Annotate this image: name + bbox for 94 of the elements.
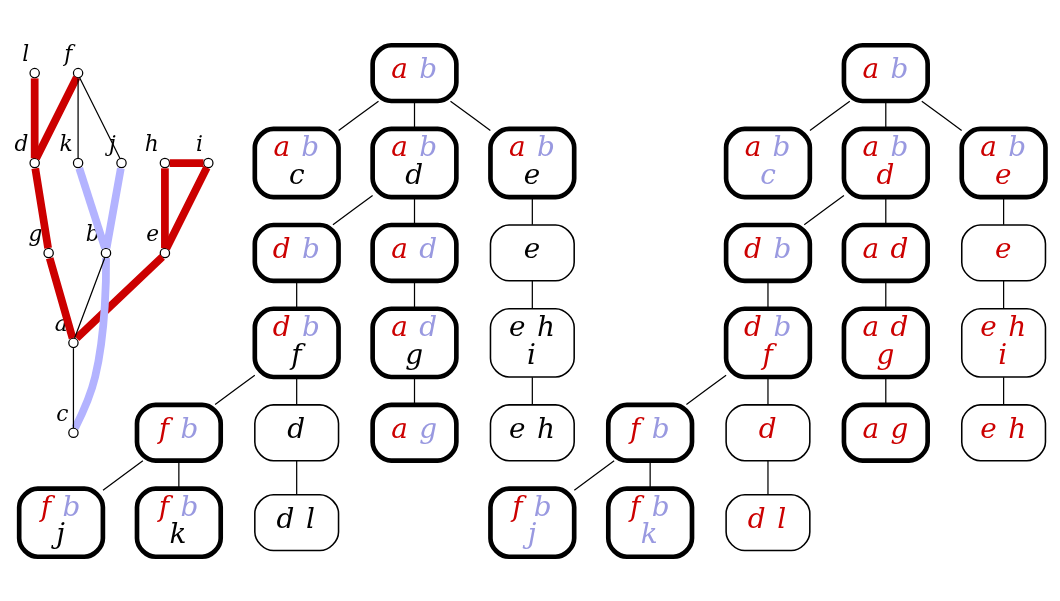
node-box: f b k	[605, 485, 695, 559]
node-circle	[29, 67, 40, 78]
node-box: f b	[605, 402, 695, 463]
connector	[77, 77, 79, 159]
node-box: e h i	[961, 307, 1047, 378]
node-label: g	[28, 220, 43, 246]
connector	[30, 77, 39, 158]
connector	[72, 347, 75, 429]
node-circle	[68, 427, 79, 438]
node-box: d b f	[252, 305, 341, 379]
node-box: a b	[370, 42, 459, 103]
connector	[1003, 376, 1005, 405]
node-box: a d	[370, 222, 459, 283]
connector	[161, 167, 169, 248]
node-label: h	[144, 130, 159, 156]
connector	[885, 376, 887, 405]
node-label: k	[59, 130, 73, 156]
node-label: e	[146, 220, 160, 246]
connector	[685, 374, 727, 405]
node-circle	[116, 157, 127, 168]
node-box: d	[254, 403, 340, 461]
connector	[573, 459, 615, 491]
connector	[449, 100, 491, 131]
node-box: f b j	[16, 485, 106, 559]
connector	[531, 196, 533, 225]
connector	[31, 167, 52, 249]
node-box: f b	[134, 402, 224, 463]
node-box: d l	[725, 493, 811, 551]
node-box: e h	[961, 403, 1047, 461]
connector	[74, 253, 165, 341]
node-box: a b	[841, 42, 930, 103]
connector	[767, 459, 769, 495]
connector	[413, 196, 416, 225]
node-box: f b j	[488, 485, 577, 559]
connector	[767, 376, 769, 405]
connector	[102, 459, 144, 491]
node-box: e	[489, 223, 575, 282]
node-box: a d g	[841, 305, 930, 379]
node-circle	[100, 247, 112, 258]
connector	[214, 374, 256, 405]
node-box: a b e	[959, 126, 1048, 199]
node-box: a b d	[841, 126, 930, 199]
connector	[296, 376, 298, 405]
connector	[921, 100, 963, 131]
connector	[71, 257, 110, 430]
node-label: i	[195, 130, 203, 156]
connector	[162, 165, 211, 250]
node-box: a d	[841, 222, 930, 283]
connector	[885, 196, 887, 225]
node-box: f b k	[134, 485, 224, 559]
connector	[338, 100, 380, 131]
node-circle	[72, 157, 84, 168]
connector	[531, 279, 533, 309]
node-box: a g	[370, 402, 459, 463]
connector	[32, 75, 81, 160]
connector	[885, 100, 887, 129]
node-box: a b d	[370, 126, 459, 199]
connector	[296, 459, 298, 495]
node-box: a b e	[488, 126, 577, 199]
node-label: d	[14, 130, 29, 156]
node-box: e h	[489, 403, 575, 461]
connector	[102, 167, 125, 249]
node-box: d	[725, 403, 811, 461]
connector	[413, 100, 416, 129]
node-box: e h i	[489, 307, 575, 378]
node-box: d l	[254, 493, 340, 551]
node-label: l	[22, 40, 30, 66]
node-label: c	[56, 400, 69, 426]
node-box: a g	[841, 402, 930, 463]
connector	[803, 194, 845, 225]
connector	[169, 158, 204, 167]
node-box: a b c	[723, 126, 813, 199]
connector	[531, 376, 533, 405]
node-circle	[159, 157, 171, 168]
node-box: d b	[252, 222, 341, 283]
node-box: e	[961, 223, 1047, 282]
connector	[809, 100, 851, 131]
node-circle	[68, 337, 79, 348]
node-box: d b f	[723, 305, 813, 379]
node-circle	[159, 247, 171, 258]
connector	[332, 194, 374, 225]
node-circle	[29, 157, 40, 168]
node-box: a b c	[252, 126, 341, 199]
node-circle	[72, 67, 84, 78]
connector	[78, 76, 121, 159]
connector	[45, 256, 77, 339]
node-circle	[43, 247, 54, 258]
node-box: d b	[723, 222, 813, 283]
connector	[1003, 196, 1005, 225]
connector	[74, 257, 106, 339]
node-circle	[203, 157, 214, 168]
connector	[413, 376, 416, 405]
connector	[1003, 279, 1005, 309]
node-box: a d g	[370, 305, 459, 379]
